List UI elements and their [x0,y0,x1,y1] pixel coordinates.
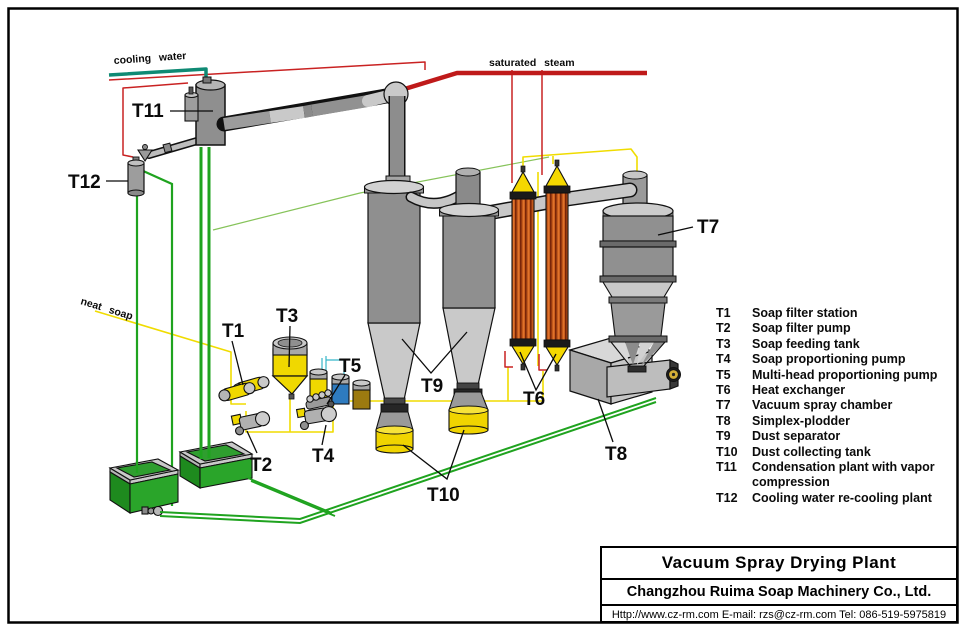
legend-item: T5 Multi-head proportioning pump [716,368,958,383]
vapor-duct [216,81,411,185]
tag-t9: T9 [421,376,443,397]
legend-item-code: T5 [716,367,731,382]
legend-item-label: Dust separator [752,429,841,444]
tag-t5: T5 [339,356,362,377]
tag-t3: T3 [276,306,298,327]
saturated-steam-label: saturated steam [489,57,575,69]
legend-item: T11 Condensation plant with vapor compre… [716,460,958,491]
legend-item-code: T8 [716,413,731,428]
legend-item-code: T1 [716,306,731,320]
company-name: Changzhou Ruima Soap Machinery Co., Ltd. [602,580,956,606]
legend-item-code: T4 [716,352,731,367]
legend-item: T3 Soap feeding tank [716,337,958,352]
legend: T1 Soap filter station T2 Soap filter pu… [716,306,958,506]
legend-item: T8 Simplex-plodder [716,414,958,429]
t1-soap-filter-station [218,376,270,402]
routing-lines [94,61,647,433]
legend-item-code: T7 [716,398,731,413]
legend-item-label: Soap feeding tank [752,336,860,351]
legend-item-code: T3 [716,336,731,351]
legend-item-label: Dust collecting tank [752,444,871,459]
legend-item: T6 Heat exchanger [716,383,958,398]
leader-lines [106,110,694,481]
contact-info: Http://www.cz-rm.com E-mail: rzs@cz-rm.c… [611,608,947,621]
legend-item-label: Vacuum spray chamber [752,398,893,413]
steam-main-line [397,70,647,94]
t12-recooling-plant [127,156,145,197]
t11-condensation-plant [136,76,226,163]
cooling-water-label: cooling water [113,50,186,67]
tank-outlet-pump [152,505,164,517]
legend-item-label: Soap proportioning pump [752,352,906,367]
green-return-lines [159,397,657,525]
legend-item-code: T2 [716,321,731,336]
tag-t11: T11 [132,101,164,122]
tag-t7: T7 [697,217,719,238]
tag-t2: T2 [250,455,272,476]
tag-t12: T12 [68,172,101,193]
legend-list: T1 Soap filter station T2 Soap filter pu… [716,306,958,506]
legend-item-label: Heat exchanger [752,383,846,398]
legend-item-code: T6 [716,383,731,398]
legend-item: T7 Vacuum spray chamber [716,398,958,413]
steam-thin-lines [108,61,547,371]
t5-multi-head-pump [305,389,335,410]
legend-item-label: Soap filter station [752,306,858,320]
legend-item: T2 Soap filter pump [716,321,958,336]
pipe-stubs-into-tanks [135,443,211,473]
t4-soap-proportioning-pump [295,406,337,431]
condensate-funnel [136,149,154,163]
legend-item-label: Soap filter pump [752,321,851,336]
legend-item-label: Cooling water re-cooling plant [752,490,932,505]
tag-t10: T10 [427,485,460,506]
legend-item-code: T9 [716,429,731,444]
legend-item: T10 Dust collecting tank [716,445,958,460]
drawing-title: Vacuum Spray Drying Plant [602,548,956,580]
legend-item-code: T10 [716,444,738,459]
legend-item-label: Condensation plant with vapor compressio… [752,460,935,490]
return-water-line [212,156,550,231]
t11-side-condenser [184,94,199,122]
tag-t4: T4 [312,446,335,467]
t6-heat-exchangers [509,159,571,372]
tag-t6: T6 [523,389,545,410]
green-pipes [135,147,211,506]
t2-soap-filter-pump [230,411,271,436]
legend-item: T1 Soap filter station [716,306,958,321]
legend-item: T12 Cooling water re-cooling plant [716,491,958,506]
soap-collecting-tanks [108,441,254,517]
legend-item-label: Multi-head proportioning pump [752,367,938,382]
title-block: Vacuum Spray Drying Plant Changzhou Ruim… [600,546,958,623]
tag-t1: T1 [222,321,245,342]
legend-item-code: T11 [716,460,737,475]
t10-dust-collecting-tanks [375,391,489,454]
legend-item: T4 Soap proportioning pump [716,352,958,367]
legend-item-label: Simplex-plodder [752,413,850,428]
tag-t8: T8 [605,444,627,465]
neat-soap-label: neat soap [79,295,134,322]
cooling-water-line [108,67,208,80]
legend-item-code: T12 [716,490,738,505]
page-border [7,7,959,624]
legend-item: T9 Dust separator [716,429,958,444]
t7-vacuum-spray-chamber [599,202,677,373]
